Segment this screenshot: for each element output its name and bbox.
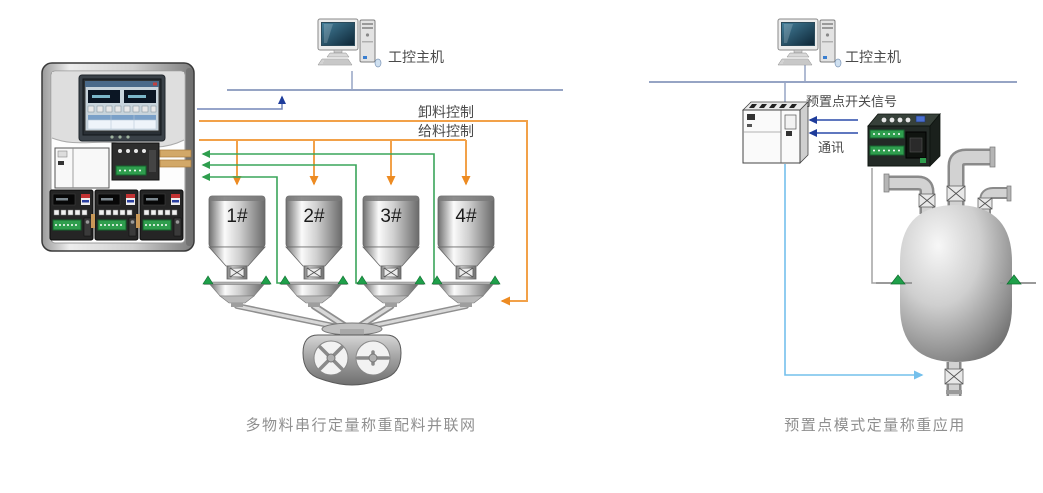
left-wiring — [197, 71, 563, 306]
load-cell-icon — [337, 275, 349, 285]
preset-signal-label: 预置点开关信号 — [806, 94, 898, 109]
load-cell-icon — [431, 275, 443, 285]
load-cell-icon — [202, 275, 214, 285]
weigh-scale — [438, 284, 494, 297]
computer-icon — [777, 18, 842, 68]
valve-icon — [229, 267, 245, 278]
valve-icon — [977, 197, 993, 210]
valve-icon — [944, 368, 964, 385]
weighing-controller-2 — [94, 189, 139, 241]
left-diagram — [41, 18, 563, 386]
right-diagram — [649, 18, 1036, 396]
cabinet-to-bus-line — [197, 95, 286, 110]
wire-duct — [91, 214, 95, 228]
plc — [742, 101, 809, 164]
load-cell-icon — [489, 275, 501, 285]
wire-duct — [136, 214, 140, 228]
hmi-button-row — [87, 105, 157, 113]
wire-duct — [159, 149, 192, 158]
valve-icon — [946, 185, 966, 202]
hmi-titlebar — [85, 81, 159, 87]
load-cell-icon — [890, 274, 906, 285]
valve-icon — [306, 267, 322, 278]
discharge-control-line — [199, 120, 528, 306]
weigh-scale — [209, 284, 265, 297]
cabinet-middle-row — [54, 142, 192, 189]
load-cell-icon — [1006, 274, 1022, 285]
right-wiring — [649, 63, 1017, 380]
hopper-2 — [279, 195, 349, 307]
right-computer-label: 工控主机 — [845, 49, 901, 65]
feed-control-label: 给料控制 — [418, 123, 474, 139]
comm-label: 通讯 — [818, 140, 845, 155]
hopper-4 — [431, 195, 501, 307]
left-computer-label: 工控主机 — [388, 49, 444, 65]
weighing-module — [111, 142, 160, 181]
hopper-2-label: 2# — [303, 206, 325, 227]
left-diagram-caption: 多物料串行定量称重配料并联网 — [245, 417, 477, 434]
loadcell-wire — [871, 168, 880, 284]
right-diagram-caption: 预置点模式定量称重应用 — [784, 417, 966, 434]
hopper-1-label: 1# — [226, 206, 248, 227]
cabinet-controller-row — [49, 189, 184, 241]
load-cell-icon — [356, 275, 368, 285]
weighing-terminal — [867, 112, 941, 167]
hopper-4-label: 4# — [455, 206, 477, 227]
load-cell-icon — [279, 275, 291, 285]
valve-icon — [918, 193, 936, 208]
discharge-control-label: 卸料控制 — [418, 104, 474, 120]
valve-icon — [458, 267, 474, 278]
hmi-panel — [78, 74, 166, 142]
hopper-units — [202, 195, 501, 307]
load-cell-icon — [260, 275, 272, 285]
wire-duct — [159, 159, 192, 168]
hopper-3-label: 3# — [380, 206, 402, 227]
weigh-tank-icon — [876, 146, 1036, 396]
tank-outlet-pipe — [944, 362, 964, 396]
hmi-table-header — [88, 115, 156, 120]
weigh-scale — [363, 284, 419, 297]
weigh-scale — [286, 284, 342, 297]
load-cell-icon — [414, 275, 426, 285]
hopper-1 — [202, 195, 272, 307]
weighing-controller-1 — [49, 189, 94, 241]
discharge-signal-line — [784, 164, 924, 380]
hopper-3 — [356, 195, 426, 307]
control-cabinet — [41, 62, 195, 252]
computer-icon — [317, 18, 382, 68]
valve-icon — [383, 267, 399, 278]
weighing-controller-3 — [139, 189, 184, 241]
twin-shaft-mixer-icon — [302, 322, 402, 386]
